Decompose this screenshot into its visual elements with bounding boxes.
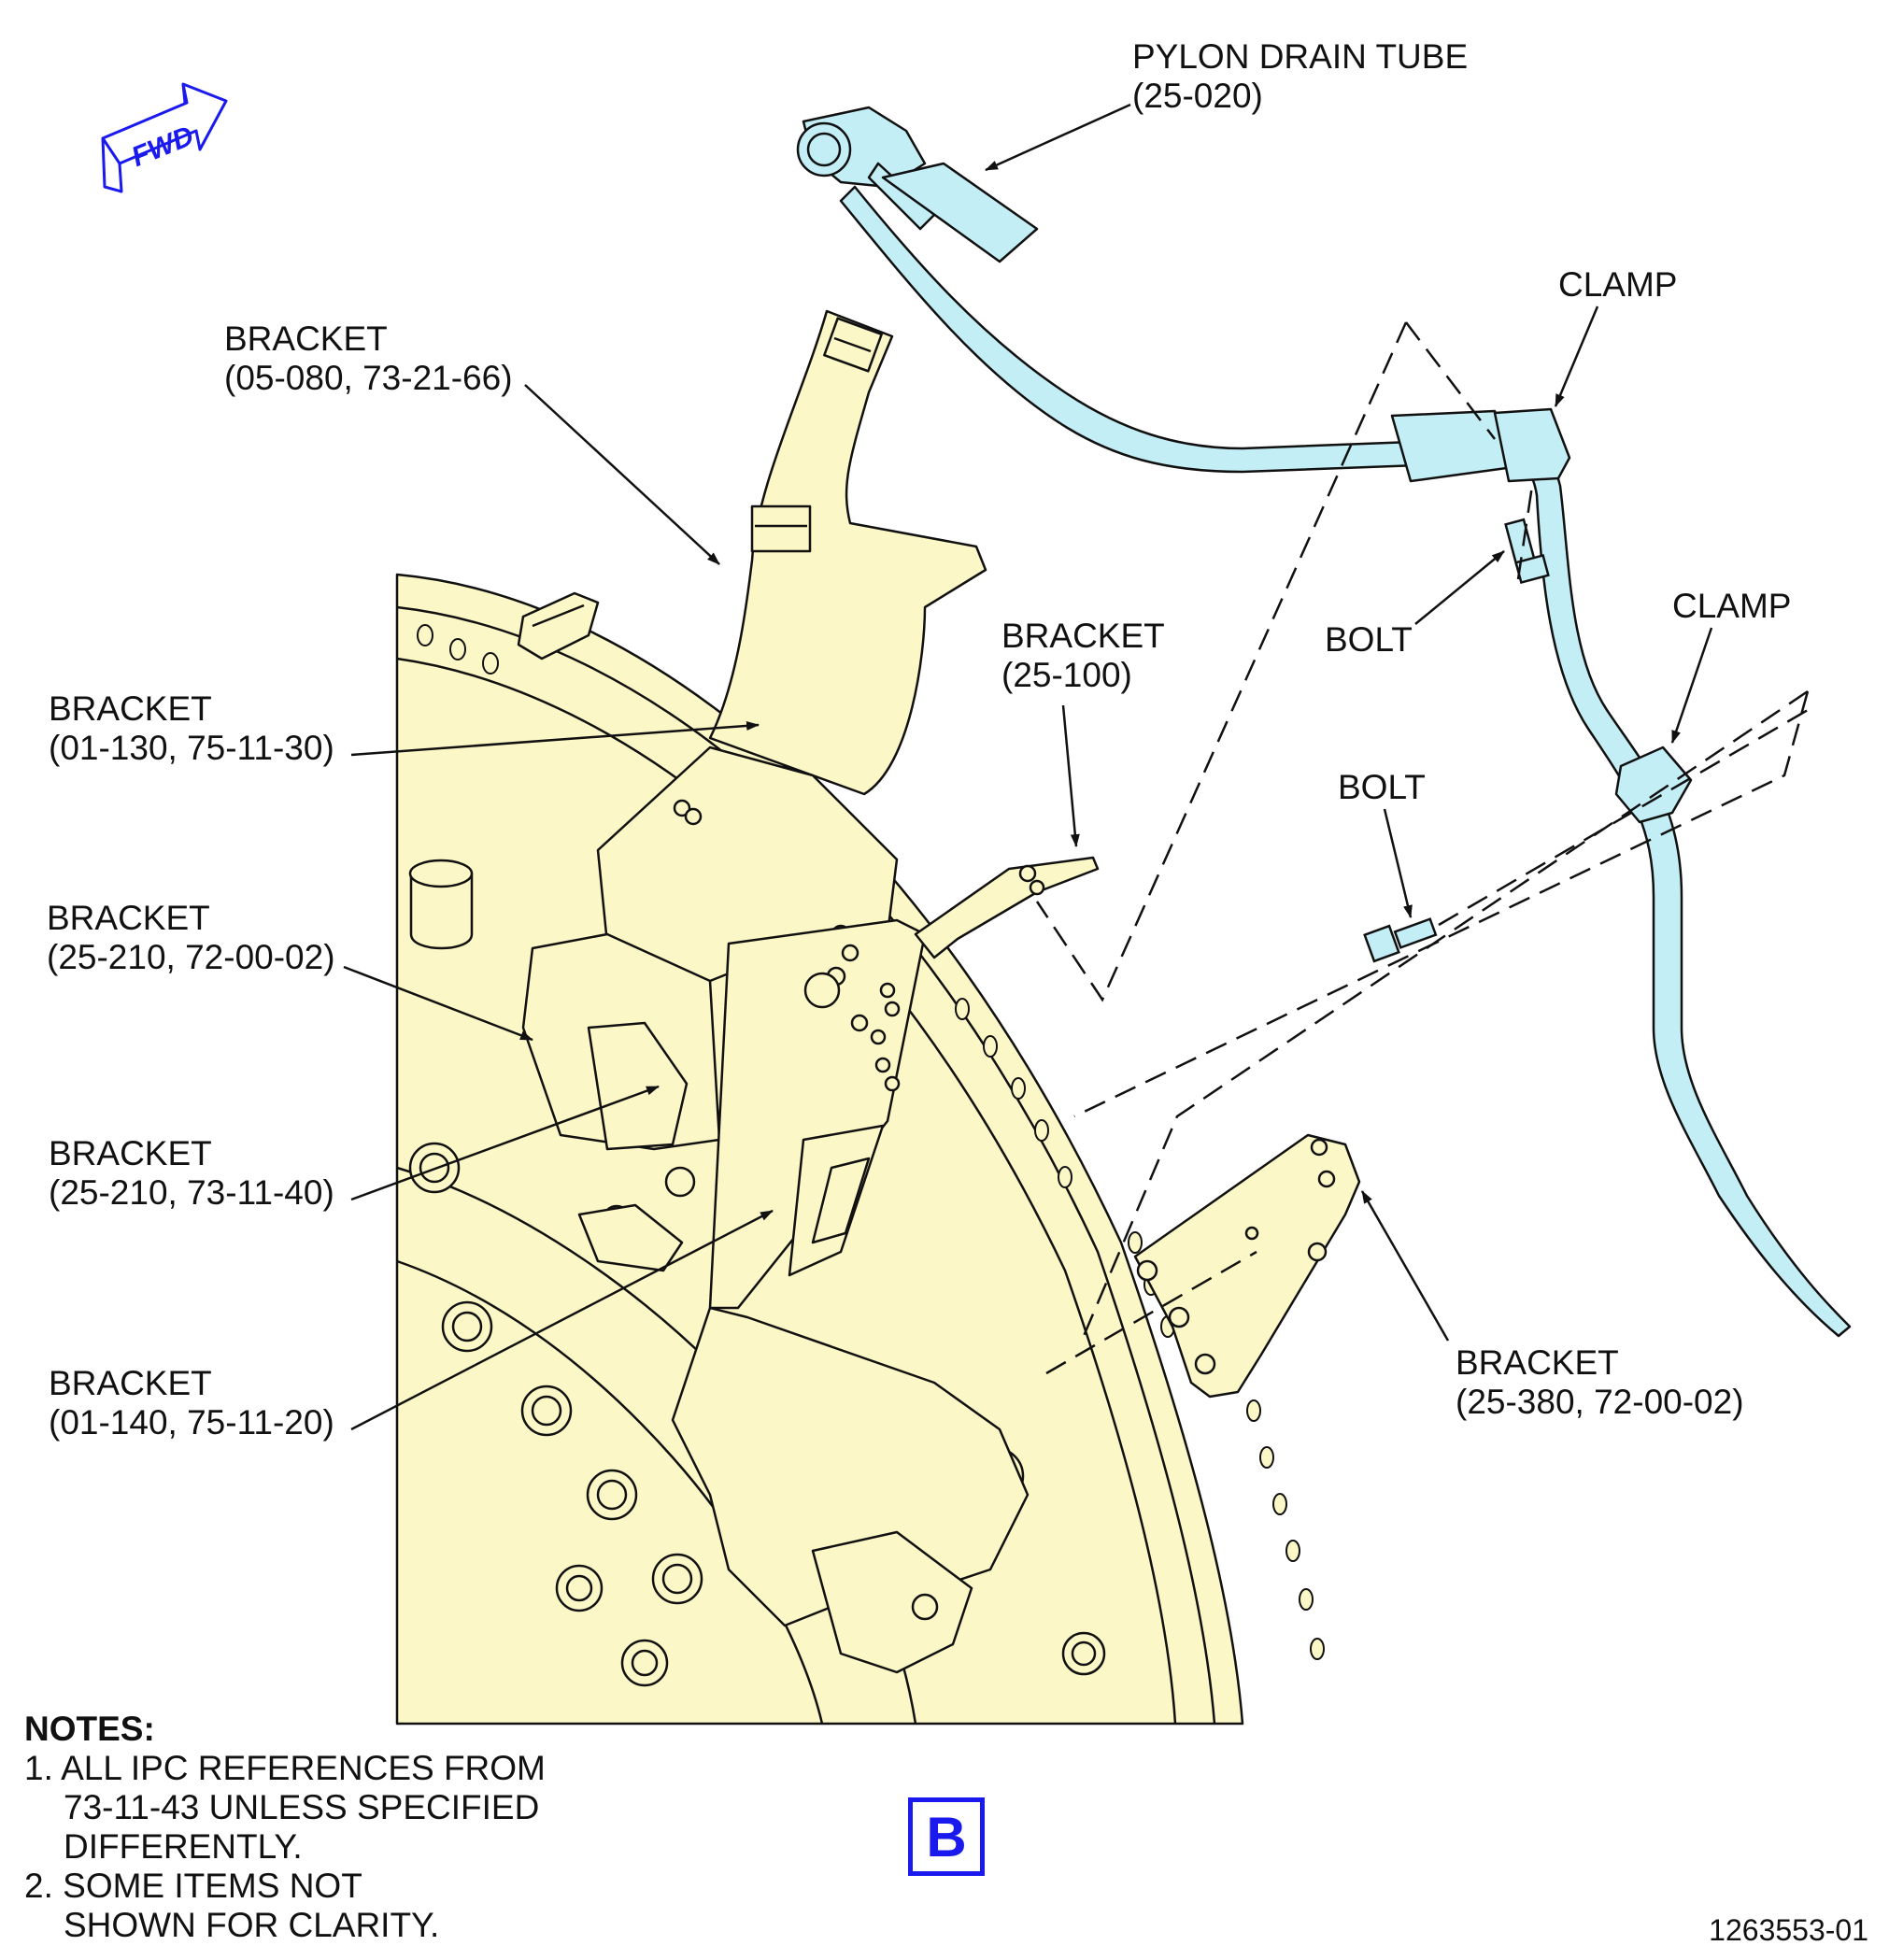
callout-part-name: BRACKET (1456, 1343, 1619, 1382)
note-2-line-1: 2. SOME ITEMS NOT (24, 1867, 362, 1905)
bracket-25-380 (1133, 1133, 1361, 1399)
callout-part-name: BOLT (1325, 620, 1413, 659)
view-label: B (926, 1805, 967, 1868)
callout-clamp-upper: CLAMP (1558, 265, 1677, 305)
callout-part-ref: (25-210, 72-00-02) (47, 938, 335, 976)
bracket-25-100 (914, 856, 1100, 959)
callout-bracket-25-210-b: BRACKET (25-210, 73-11-40) (49, 1134, 334, 1213)
callout-part-ref: (25-100) (1001, 656, 1132, 694)
callout-bolt-upper: BOLT (1325, 620, 1413, 660)
callout-part-ref: (25-020) (1132, 77, 1263, 115)
callout-part-ref: (25-210, 73-11-40) (49, 1173, 334, 1212)
callout-part-name: PYLON DRAIN TUBE (1132, 37, 1469, 76)
callout-part-name: BRACKET (49, 689, 212, 728)
note-1-line-2: 73-11-43 UNLESS SPECIFIED (64, 1788, 540, 1826)
callout-bracket-25-380: BRACKET (25-380, 72-00-02) (1456, 1343, 1744, 1422)
lower-link-fitting (577, 1203, 1030, 1674)
callout-part-ref: (01-140, 75-11-20) (49, 1403, 334, 1442)
callout-part-name: CLAMP (1672, 587, 1792, 625)
callout-clamp-lower: CLAMP (1672, 587, 1791, 626)
callout-part-name: BRACKET (1001, 617, 1165, 655)
notes-heading: NOTES: (24, 1710, 155, 1748)
engine-port-fitting (408, 859, 474, 950)
note-2-line-2: SHOWN FOR CLARITY. (64, 1906, 440, 1944)
fwd-text: FWD (127, 121, 198, 173)
notes-block: NOTES: 1. ALL IPC REFERENCES FROM 73-11-… (24, 1710, 546, 1945)
callout-part-name: BRACKET (49, 1134, 212, 1172)
note-1-line-3: DIFFERENTLY. (64, 1827, 303, 1866)
callout-bracket-25-210-a: BRACKET (25-210, 72-00-02) (47, 899, 335, 977)
callout-part-ref: (25-380, 72-00-02) (1456, 1383, 1744, 1421)
callout-pylon-drain-tube: PYLON DRAIN TUBE (25-020) (1132, 37, 1468, 116)
bracket-25-210 (521, 932, 721, 1151)
callout-part-ref: (05-080, 73-21-66) (224, 359, 513, 397)
bracket-05-080 (708, 309, 987, 796)
callout-bracket-25-100: BRACKET (25-100) (1001, 617, 1165, 695)
upper-frame-clip (517, 591, 600, 660)
callout-bracket-05-080: BRACKET (05-080, 73-21-66) (224, 320, 513, 398)
bolt-lower-icon (1363, 917, 1438, 963)
callout-part-name: BRACKET (49, 1364, 212, 1402)
callout-leaders (343, 103, 1713, 1431)
installation-dashed-lines (1035, 321, 1810, 1375)
view-label-box: B (908, 1797, 985, 1876)
callout-bracket-01-140: BRACKET (01-140, 75-11-20) (49, 1364, 334, 1442)
callout-part-ref: (01-130, 75-11-30) (49, 729, 334, 767)
figure-number: 1263553-01 (1709, 1913, 1868, 1947)
callout-bracket-01-130: BRACKET (01-130, 75-11-30) (49, 689, 334, 768)
forward-direction-arrow-icon: FWD (101, 82, 228, 193)
callout-part-name: BRACKET (224, 320, 388, 358)
note-1-line-1: 1. ALL IPC REFERENCES FROM (24, 1749, 546, 1787)
drain-tube-fittings (796, 106, 1693, 824)
callout-part-name: BOLT (1338, 768, 1426, 806)
callout-bolt-lower: BOLT (1338, 768, 1426, 807)
callout-part-name: CLAMP (1558, 265, 1678, 304)
callout-part-name: BRACKET (47, 899, 210, 937)
